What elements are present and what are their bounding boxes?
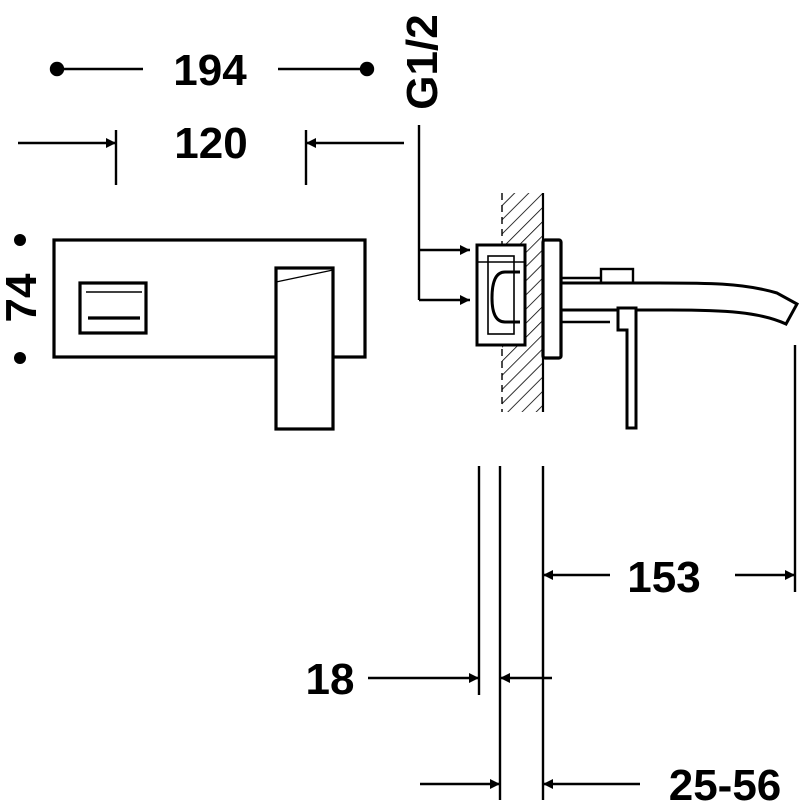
inlet-thread-label: G1/2 [398,14,447,109]
dimension-74-label: 74 [0,273,46,322]
side-extension-lines [477,345,797,800]
spout-side [559,267,800,326]
front-view [52,238,367,431]
dimension-194-label: 194 [173,46,247,95]
dimension-120-label: 120 [174,119,247,168]
dimension-120 [18,130,404,185]
dimension-194 [49,61,375,77]
lever-side [616,306,638,430]
dimension-153-label: 153 [627,553,700,602]
lever-handle-front [274,266,335,431]
dimension-25-56-label: 25-56 [669,761,782,807]
wall-plate-side [541,238,563,360]
dimension-18-label: 18 [306,655,355,704]
dimension-74 [14,234,26,364]
wall-plate-front [52,238,367,359]
inlet-thread-leader [417,125,470,305]
spout-outlet-front [78,281,148,335]
valve-body-side [475,243,527,347]
